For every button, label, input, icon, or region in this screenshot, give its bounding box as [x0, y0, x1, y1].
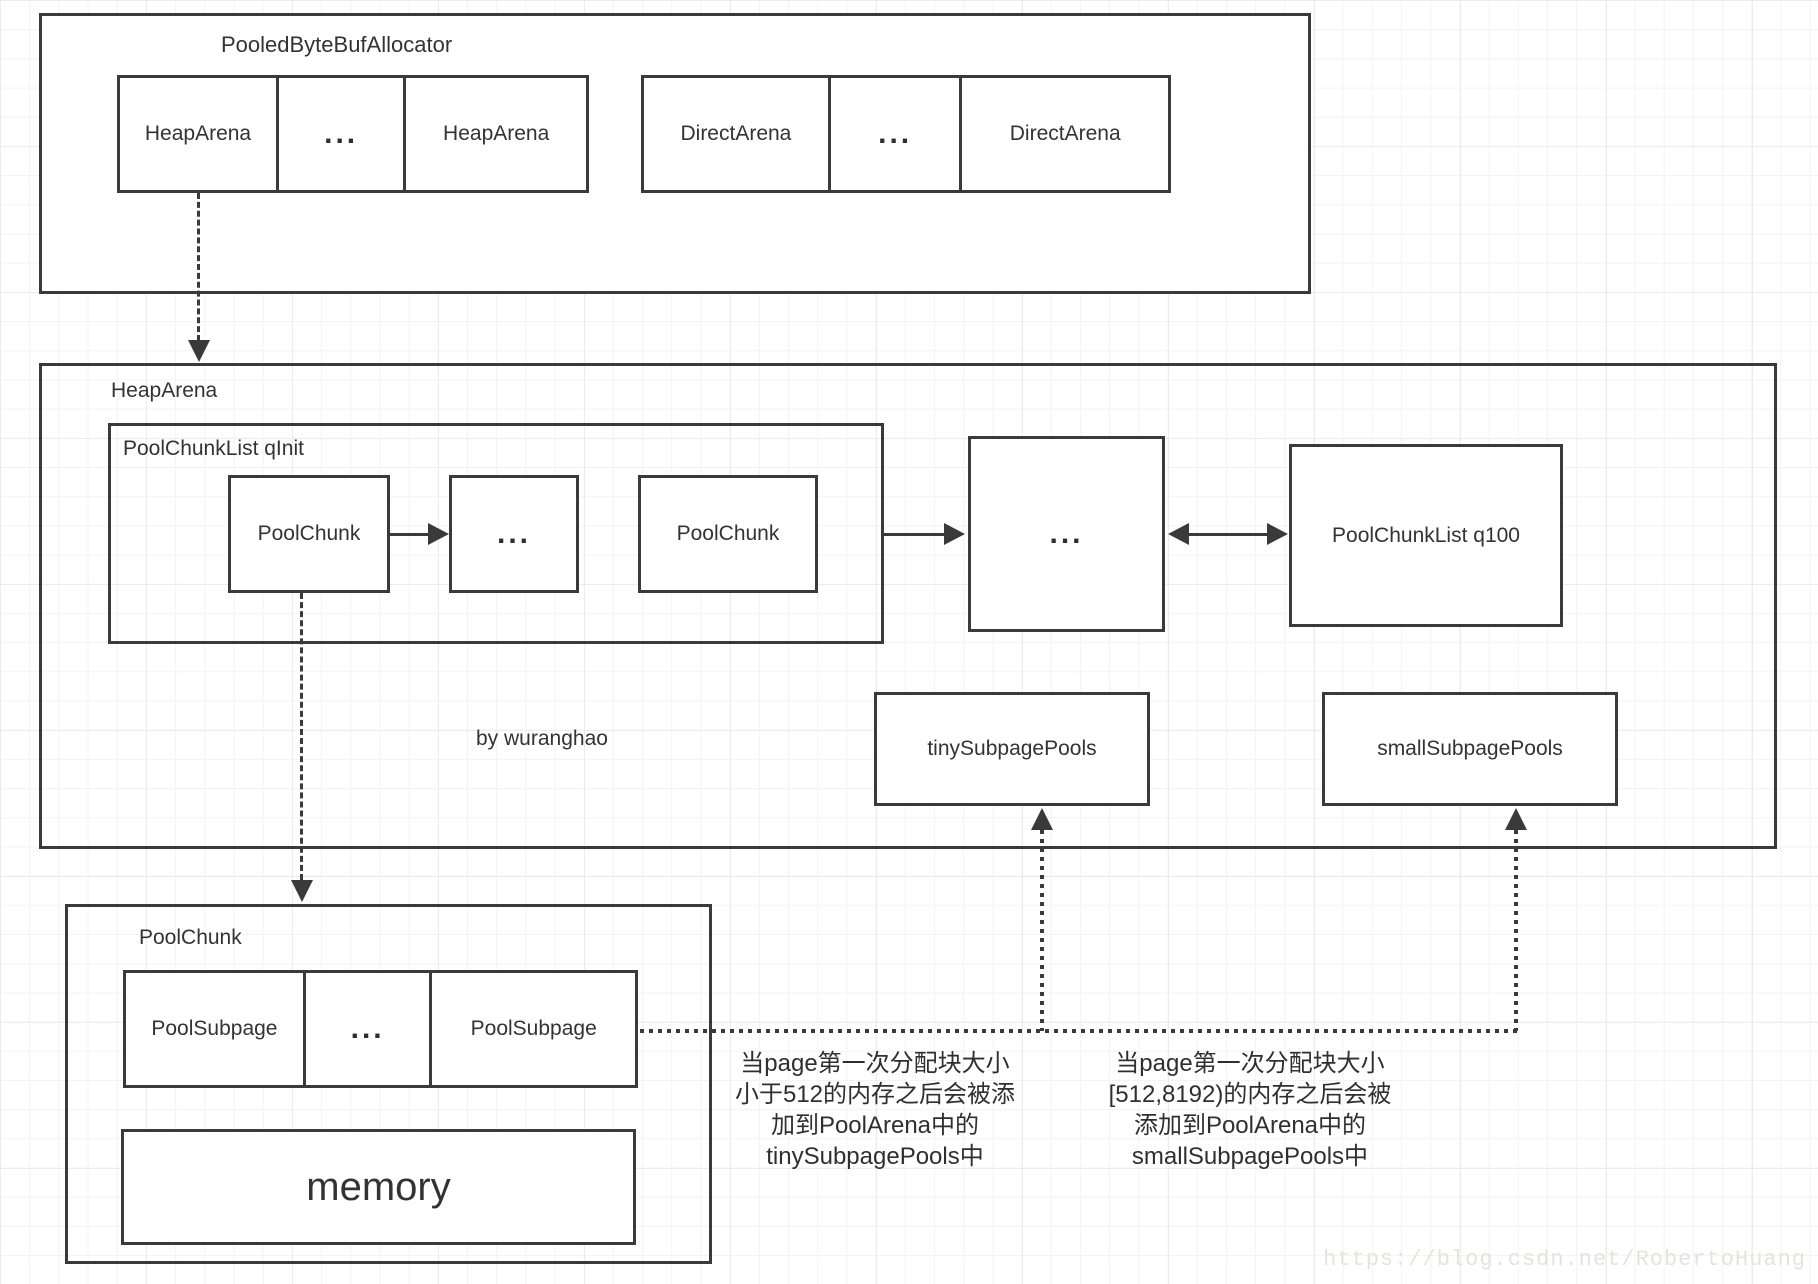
- heap-arena-row: HeapArena ... HeapArena: [117, 75, 589, 193]
- note-line: smallSubpagePools中: [1131, 1143, 1369, 1170]
- pool-chunk-list-qinit-title: PoolChunkList qInit: [123, 437, 304, 460]
- tiny-subpage-pools-box: tinySubpagePools: [874, 692, 1150, 806]
- arrowhead-right-icon: [944, 523, 965, 545]
- chunk-list-ellipsis-node: ...: [968, 436, 1165, 632]
- heaparena-dashed-connector: [197, 193, 200, 341]
- memory-box: memory: [121, 1129, 636, 1245]
- pool-chunk-node-label: PoolChunk: [676, 522, 780, 545]
- pool-chunk-node: PoolChunk: [228, 475, 390, 593]
- heap-arena-cell: HeapArena: [443, 122, 550, 145]
- pool-subpage-row: PoolSubpage ... PoolSubpage: [123, 970, 638, 1088]
- pool-subpage-cell: PoolSubpage: [470, 1017, 597, 1040]
- heap-arena-cell: HeapArena: [120, 78, 279, 190]
- pool-chunk-list-q100-box: PoolChunkList q100: [1289, 444, 1563, 627]
- arrowhead-right-icon: [428, 523, 449, 545]
- note-line: [512,8192)的内存之后会被: [1108, 1081, 1392, 1108]
- direct-arena-cell: DirectArena: [1009, 122, 1121, 145]
- small-subpage-pools-label: smallSubpagePools: [1377, 737, 1563, 760]
- pool-chunk-node: PoolChunk: [638, 475, 818, 593]
- small-dotted-line: [1514, 830, 1518, 1031]
- qinit-ellipsis-node: ...: [449, 475, 579, 593]
- qinit-to-ellipsis-arrow-line: [884, 533, 946, 536]
- memory-label: memory: [306, 1164, 451, 1209]
- arrowhead-up-icon: [1031, 808, 1053, 830]
- pool-chunk-node-label: PoolChunk: [257, 522, 361, 545]
- tiny-subpage-pools-label: tinySubpagePools: [927, 737, 1097, 760]
- arrowhead-down-icon: [188, 340, 210, 362]
- arrowhead-up-icon: [1505, 808, 1527, 830]
- watermark-text: https://blog.csdn.net/RobertoHuang: [1323, 1247, 1806, 1272]
- pool-chunk-list-qinit-box: PoolChunkList qInit: [108, 423, 884, 644]
- heap-arena-ellipsis: ...: [279, 78, 407, 190]
- small-subpage-pools-box: smallSubpagePools: [1322, 692, 1618, 806]
- direct-arena-row: DirectArena ... DirectArena: [641, 75, 1171, 193]
- tiny-dotted-line: [1040, 830, 1044, 1031]
- qinit-ellipsis-label: ...: [496, 517, 531, 550]
- note-line: 当page第一次分配块大小: [740, 1050, 1010, 1077]
- arrowhead-right-icon: [1267, 523, 1288, 545]
- note-line: 小于512的内存之后会被添: [734, 1081, 1016, 1108]
- ellipsis-to-q100-arrow-line: [1185, 533, 1271, 536]
- credit-text: by wuranghao: [476, 727, 608, 750]
- arrowhead-left-icon: [1168, 523, 1189, 545]
- pool-subpage-cell: PoolSubpage: [126, 973, 306, 1085]
- note-line: 加到PoolArena中的: [770, 1112, 980, 1139]
- heap-arena-title: HeapArena: [111, 379, 218, 402]
- direct-arena-ellipsis: ...: [831, 78, 963, 190]
- arrowhead-down-icon: [291, 880, 313, 902]
- subpage-dotted-line: [640, 1029, 1518, 1033]
- note-line: 添加到PoolArena中的: [1133, 1112, 1367, 1139]
- pooled-bytebuf-allocator-title: PooledByteBufAllocator: [221, 32, 453, 57]
- pool-chunk-box: PoolChunk: [65, 904, 712, 1264]
- heap-arena-box: HeapArena: [39, 363, 1777, 849]
- pool-subpage-ellipsis: ...: [306, 973, 433, 1085]
- pool-chunk-list-q100-label: PoolChunkList q100: [1332, 523, 1520, 547]
- note-line: 当page第一次分配块大小: [1115, 1050, 1385, 1077]
- chunk-to-ellipsis-arrow-line: [390, 533, 430, 536]
- small-subpage-note: 当page第一次分配块大小 [512,8192)的内存之后会被 添加到PoolA…: [1070, 1048, 1430, 1172]
- note-line: tinySubpagePools中: [766, 1143, 984, 1170]
- chunk-list-ellipsis-label: ...: [1049, 517, 1084, 550]
- poolchunk-dashed-connector: [300, 593, 303, 880]
- pool-chunk-title: PoolChunk: [139, 926, 242, 949]
- direct-arena-cell: DirectArena: [644, 78, 831, 190]
- tiny-subpage-note: 当page第一次分配块大小 小于512的内存之后会被添 加到PoolArena中…: [695, 1048, 1055, 1172]
